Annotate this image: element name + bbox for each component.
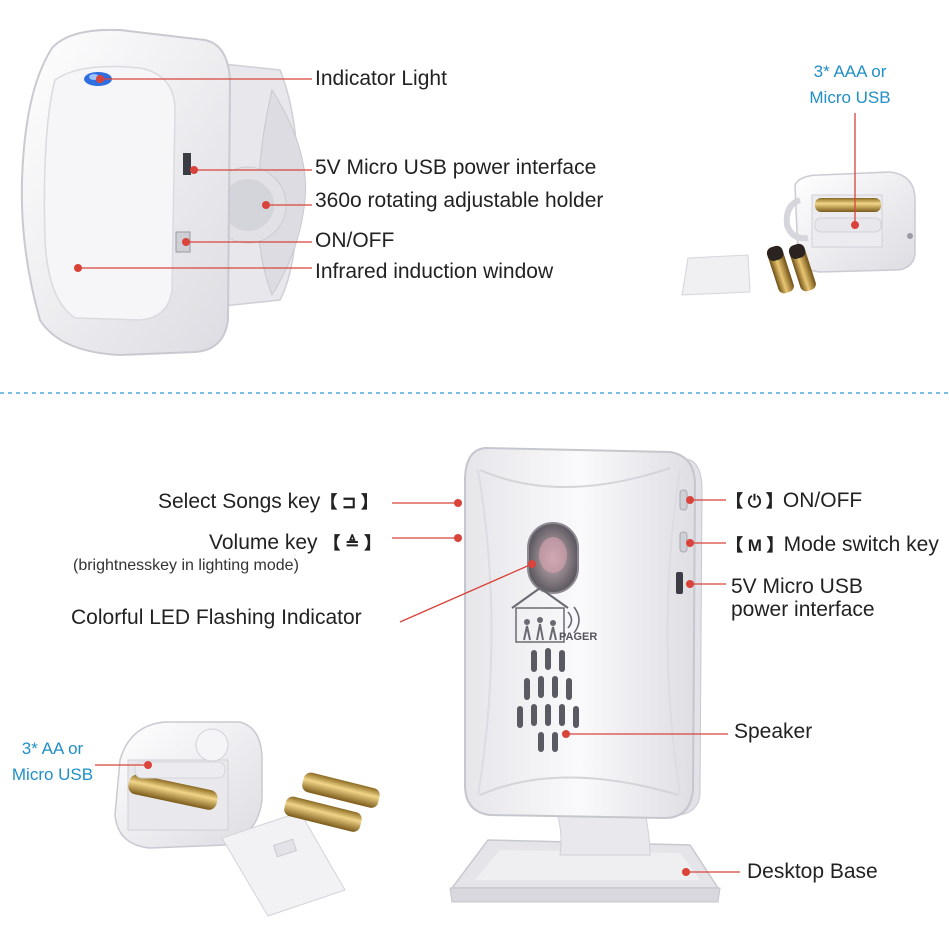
label-receiver-usb: 5V Micro USB power interface	[731, 575, 875, 621]
label-receiver-on-off: 【 ⏻ 】ON/OFF	[726, 489, 862, 513]
label-desktop-base: Desktop Base	[747, 860, 878, 883]
label-indicator-light: Indicator Light	[315, 67, 447, 90]
power-key-icon: 【 ⏻ 】	[726, 492, 783, 511]
battery-note-aaa: 3* AAA or Micro USB	[790, 59, 910, 111]
receiver-usb-line2: power interface	[731, 598, 875, 621]
motion-sensor	[20, 28, 307, 357]
volume-key-icon: 【 ≜ 】	[323, 534, 382, 553]
mode-key-icon: 【 M 】	[726, 536, 784, 555]
label-volume-note: (brightnesskey in lighting mode)	[73, 557, 299, 574]
label-usb-power: 5V Micro USB power interface	[315, 156, 597, 179]
receiver-on-off-text: ON/OFF	[782, 489, 863, 512]
callout-lines	[74, 75, 859, 876]
volume-text: Volume key	[209, 531, 318, 554]
aa-battery-compartment	[114, 721, 380, 917]
label-on-off: ON/OFF	[315, 229, 395, 252]
receiver-usb-line1: 5V Micro USB	[731, 575, 863, 598]
battery-note-aa: 3* AA or Micro USB	[0, 736, 105, 788]
select-songs-key-icon: 【 ⊐ 】	[320, 493, 378, 512]
select-songs-text: Select Songs key	[158, 490, 321, 513]
label-led-indicator: Colorful LED Flashing Indicator	[71, 606, 362, 629]
label-speaker: Speaker	[734, 720, 813, 743]
mode-switch-text: Mode switch key	[783, 533, 939, 556]
pager-logo-text: PAGER	[559, 631, 598, 643]
label-volume: Volume key 【 ≜ 】	[209, 531, 381, 555]
battery-note-aa-line1: 3* AA or	[21, 739, 84, 758]
label-mode-switch: 【 M 】Mode switch key	[726, 533, 939, 557]
battery-note-aa-line2: Micro USB	[11, 765, 94, 784]
label-rotating-holder: 360o rotating adjustable holder	[315, 189, 604, 212]
label-select-songs: Select Songs key【 ⊐ 】	[158, 490, 378, 514]
label-infrared-window: Infrared induction window	[315, 260, 554, 283]
battery-note-aaa-line1: 3* AAA or	[813, 62, 887, 81]
receiver-device	[449, 446, 721, 903]
battery-note-aaa-line2: Micro USB	[809, 88, 891, 107]
aaa-battery-compartment	[681, 171, 916, 296]
